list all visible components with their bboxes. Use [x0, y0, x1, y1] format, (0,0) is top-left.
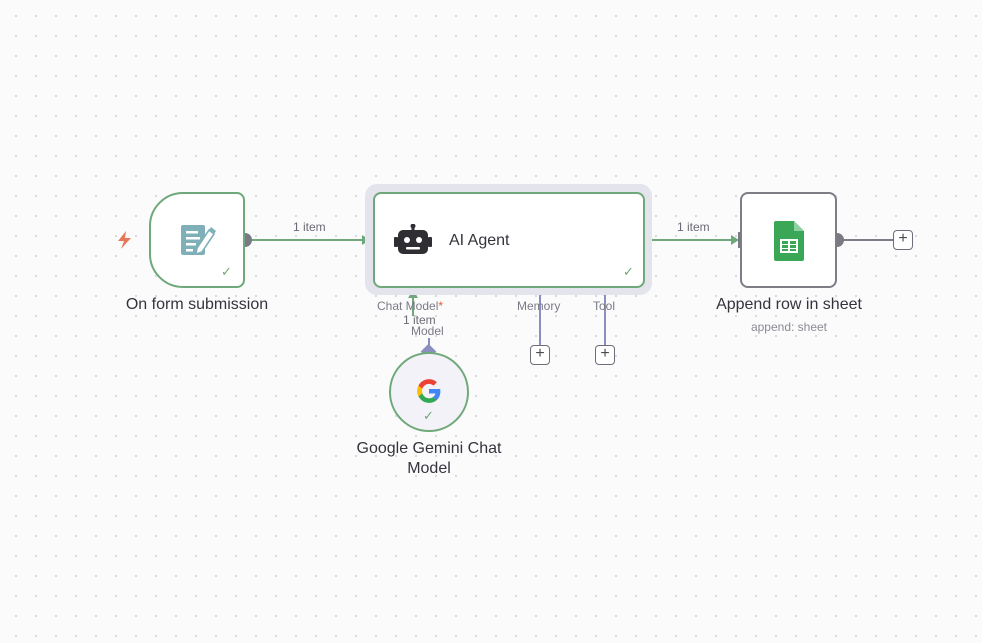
chat-model-label-text: Chat Model — [377, 299, 439, 313]
agent-port-label-chat-model: Chat Model* — [377, 299, 443, 313]
trigger-status-check-icon: ✓ — [221, 264, 232, 279]
edge-label-trigger-agent: 1 item — [293, 220, 326, 234]
node-append-row-in-sheet[interactable] — [740, 192, 837, 288]
agent-node-title: AI Agent — [449, 232, 510, 249]
node-on-form-submission[interactable]: ✓ — [149, 192, 245, 288]
agent-port-label-memory: Memory — [517, 299, 561, 313]
required-marker: * — [438, 299, 444, 313]
gemini-title-line-2: Model — [407, 460, 451, 477]
gemini-node-title: Google Gemini Chat Model — [329, 439, 529, 479]
form-icon — [181, 225, 216, 256]
robot-icon — [394, 224, 432, 254]
add-memory-button[interactable]: + — [530, 345, 550, 365]
sheet-node-title: Append row in sheet — [716, 296, 862, 313]
agent-status-check-icon: ✓ — [623, 264, 634, 279]
google-icon — [417, 379, 441, 403]
gemini-status-check-icon: ✓ — [423, 408, 434, 423]
edge-arrow-agent-sheet — [731, 235, 739, 245]
node-ai-agent[interactable]: AI Agent ✓ — [373, 192, 645, 288]
agent-port-label-tool: Tool — [593, 299, 616, 313]
add-tool-button[interactable]: + — [595, 345, 615, 365]
gemini-title-line-1: Google Gemini Chat — [356, 440, 502, 457]
trigger-node-title: On form submission — [125, 296, 269, 313]
gemini-port-label-model: Model — [411, 324, 444, 338]
trigger-bolt-icon — [118, 231, 131, 249]
edge-label-agent-sheet: 1 item — [677, 220, 710, 234]
sheet-node-subtitle: append: sheet — [750, 320, 828, 334]
node-google-gemini-chat-model[interactable]: ✓ — [389, 352, 469, 432]
add-node-after-sheet-button[interactable]: + — [893, 230, 913, 250]
edge-label-gemini-agent: 1 item — [403, 313, 436, 327]
google-sheets-icon — [774, 221, 804, 261]
